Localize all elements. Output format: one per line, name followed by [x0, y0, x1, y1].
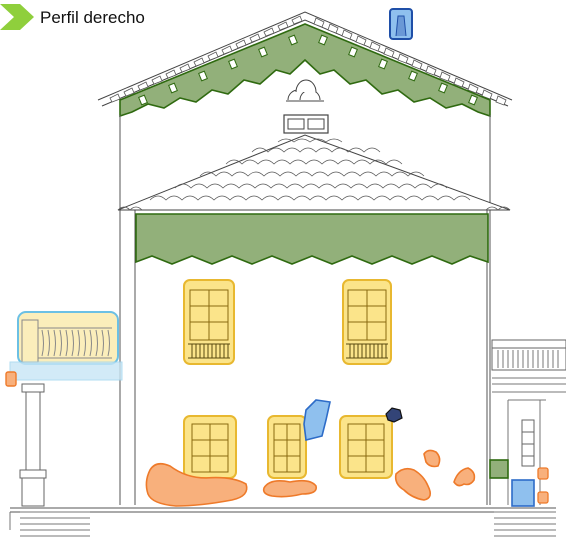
right-green-patch [489, 459, 509, 479]
left-annex [5, 311, 123, 537]
upper-window-left [183, 279, 235, 365]
lower-window-3 [339, 415, 393, 479]
right-blue-door [511, 479, 535, 507]
oculus-ornament [286, 79, 324, 102]
small-orange-marker [5, 371, 17, 387]
frieze-green [135, 213, 489, 265]
blue-patch-wall [303, 399, 331, 441]
upper-cornice-green [119, 23, 491, 118]
balcony-base-strip [9, 361, 123, 381]
upper-roof [97, 8, 513, 118]
right-annex [489, 339, 566, 537]
orange-patches [145, 449, 476, 507]
attic-vent [283, 114, 329, 134]
right-orange-marker-1 [537, 467, 549, 480]
lower-roof [117, 134, 511, 211]
lower-window-2 [267, 415, 307, 479]
navy-patch [385, 407, 403, 423]
upper-window-right [342, 279, 392, 365]
lower-window-1 [183, 415, 237, 479]
page-title: Perfil derecho [40, 8, 145, 27]
right-orange-marker-2 [537, 491, 549, 504]
chevron-right-icon [0, 4, 34, 30]
